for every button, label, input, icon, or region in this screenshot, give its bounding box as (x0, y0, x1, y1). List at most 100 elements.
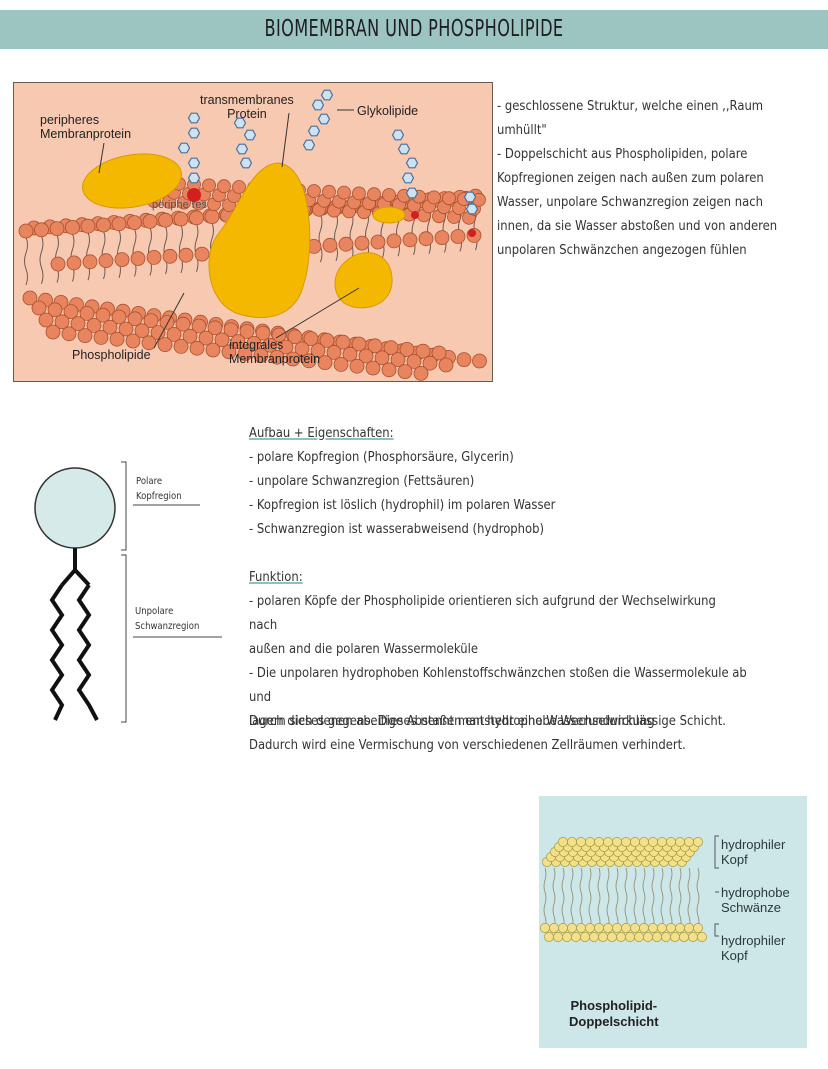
label-top-head: hydrophiler Kopf (721, 837, 786, 867)
head-bead (63, 304, 79, 320)
head-bead (271, 327, 287, 343)
head-bead (95, 307, 111, 323)
head-bead (383, 340, 399, 356)
head-bead (338, 236, 354, 252)
head-bead (96, 217, 111, 233)
funktion-heading: Funktion: (249, 569, 303, 585)
bilayer-head-bead (630, 923, 640, 933)
label-tails: hydrophobe Schwänze (721, 885, 790, 915)
aufbau-item: - Kopfregion ist löslich (hydrophil) im … (249, 497, 556, 513)
aufbau-item: - polare Kopfregion (Phosphorsäure, Glyc… (249, 449, 514, 465)
head-bead (278, 339, 294, 355)
bilayer-head-bead (666, 923, 676, 933)
head-bead (322, 184, 336, 199)
bilayer-head-bead (558, 923, 568, 933)
head-bead (70, 316, 86, 332)
head-bead (472, 353, 487, 369)
bilayer-head-bead (643, 932, 653, 942)
bilayer-tail-line (687, 867, 691, 929)
funktion-item: lagern sich denen ab. Dieses nennt man h… (249, 713, 655, 729)
bilayer-caption: Phospholipid- Doppelschicht (569, 998, 659, 1029)
description-line: - geschlossene Struktur, welche einen ,,… (497, 98, 764, 114)
bilayer-figure: hydrophiler Kopf hydrophobe Schwänze hyd… (539, 796, 807, 1048)
bilayer-head-bead (648, 837, 658, 847)
bilayer-head-bead (639, 837, 649, 847)
head-bead (294, 341, 310, 357)
funktion-item: - Die unpolaren hydrophoben Kohlenstoffs… (249, 665, 747, 705)
head-bead (191, 318, 207, 334)
head-bead (406, 353, 422, 369)
tail-line (334, 212, 338, 262)
head-bead (34, 222, 49, 238)
head-bead (262, 337, 278, 353)
label-phospholipids: Phospholipide (72, 348, 151, 362)
head-bead (333, 356, 349, 372)
head-bead (134, 323, 150, 339)
sugar-hexagon (317, 113, 331, 125)
tail-line (132, 228, 137, 277)
head-bead (143, 313, 159, 329)
head-bead (358, 348, 374, 364)
bilayer-illustration (540, 835, 719, 942)
head-bead (438, 357, 454, 373)
head-bead (118, 321, 134, 337)
head-bead (150, 325, 166, 341)
tail-line (163, 226, 168, 275)
bilayer-head-bead (693, 923, 703, 933)
tail-line (349, 211, 354, 260)
bilayer-head-bead (621, 923, 631, 933)
description-line: Kopfregionen zeigen nach außen zum polar… (497, 170, 764, 186)
tail-line (39, 235, 44, 284)
bilayer-tail-line (606, 867, 610, 929)
head-bead (141, 335, 157, 351)
tail-stem (60, 548, 77, 587)
head-bead (159, 314, 175, 330)
glycolipid-red-head-2 (411, 211, 419, 219)
label-bottom-head: hydrophiler Kopf (721, 933, 786, 963)
head-bead (111, 309, 127, 325)
glycolipid-red-head-3 (468, 229, 476, 237)
bilayer-tail-line (669, 867, 673, 929)
head-bead (397, 364, 413, 380)
head-bead (418, 231, 434, 247)
label-peripheral-protein: peripheres Membranprotein (40, 113, 132, 141)
membrane-illustration (18, 89, 487, 381)
head-bead (370, 234, 386, 250)
description-line: unpolaren Schwänzchen angezogen fühlen (497, 242, 747, 258)
bilayer-head-bead (675, 837, 685, 847)
bilayer-head-bead (585, 837, 595, 847)
bilayer-tail-line (696, 867, 700, 929)
bilayer-head-bead (603, 837, 613, 847)
integral-protein (334, 252, 393, 309)
bilayer-head-bead (666, 837, 676, 847)
head-bead (173, 211, 189, 227)
bilayer-tail-line (543, 867, 547, 929)
head-bead (349, 358, 365, 374)
head-bead (54, 314, 70, 330)
bilayer-tail-line (579, 867, 583, 929)
head-bead (456, 352, 472, 368)
head-bead (38, 312, 54, 328)
bilayer-head-bead (661, 932, 671, 942)
bilayer-tail-line (678, 867, 682, 929)
head-bead (142, 213, 158, 229)
bilayer-head-bead (648, 923, 658, 933)
funktion-conclusion: Durch dieses gegenseitige Abstaßen entst… (249, 709, 804, 757)
head-bead (310, 343, 326, 359)
bilayer-head-bead (657, 837, 667, 847)
head-bead (427, 190, 441, 205)
bilayer-head-bead (670, 932, 680, 942)
glycolipid-red-head (187, 188, 201, 202)
bilayer-head-bead (598, 932, 608, 942)
head-bead (285, 351, 301, 367)
bilayer-head-bead (571, 932, 581, 942)
head-bead (352, 186, 366, 201)
head-bead (386, 233, 402, 249)
head-bead (18, 223, 34, 239)
page-title: BIOMEMBRAN UND PHOSPHOLIPIDE (264, 16, 564, 42)
bilayer-tail-line (633, 867, 637, 929)
head-bead (189, 210, 204, 226)
sugar-hexagon (187, 157, 201, 169)
head-bead (322, 237, 338, 253)
label-polar-head: Polare Kopfregion (136, 476, 182, 502)
